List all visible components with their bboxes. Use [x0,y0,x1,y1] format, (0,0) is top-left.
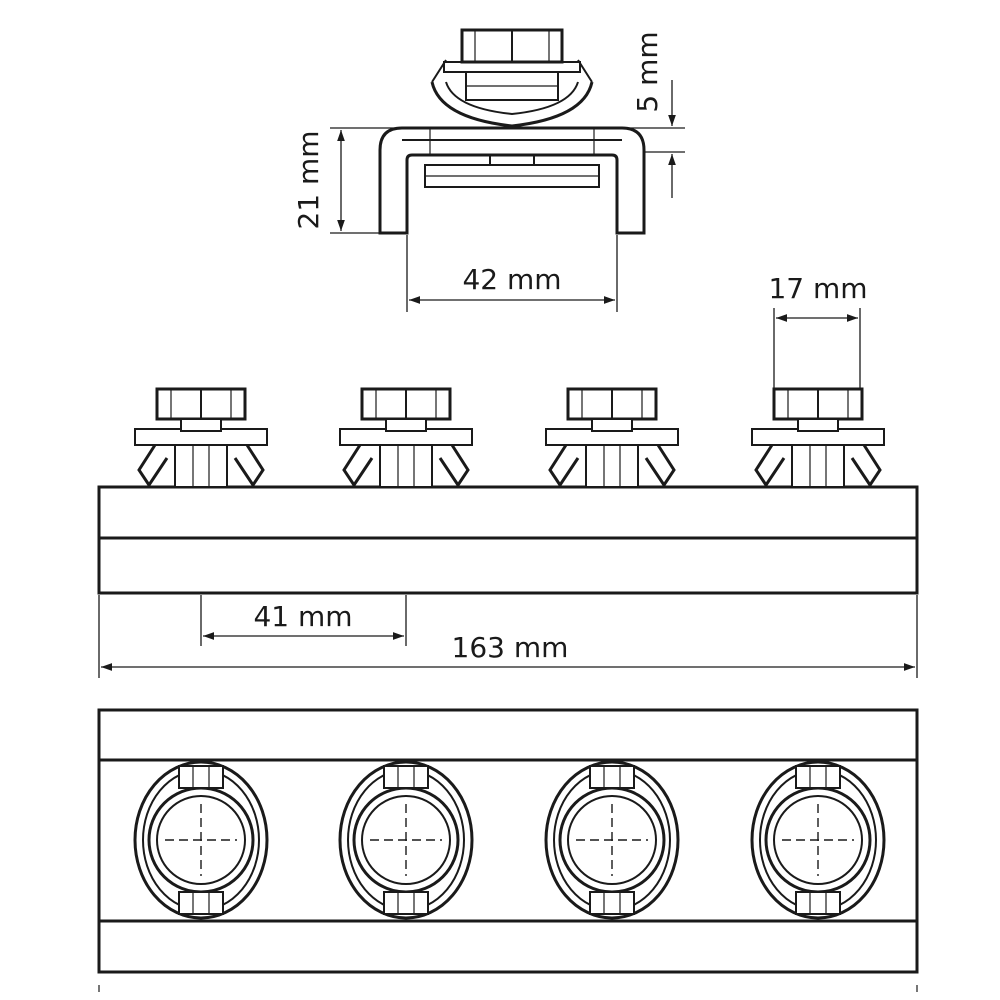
side-bolt [545,387,679,488]
top-bolt [133,760,269,920]
end-view [378,28,646,235]
top-bolt [338,760,474,920]
dimension-overall-length-label: 163 mm [452,631,569,664]
dimension-head-width-label: 17 mm [768,272,867,305]
dimension-overall-length: 163 mm [98,595,918,678]
side-bolt [134,387,268,488]
top-bolts [133,760,886,920]
top-view [97,708,919,992]
dimension-height-label: 21 mm [292,130,325,229]
dimension-pitch: 41 mm [200,595,407,646]
dimension-inner-width: 42 mm [406,235,618,312]
side-bolts [134,387,885,488]
dimension-inner-width-label: 42 mm [462,263,561,296]
dimension-pitch-label: 41 mm [253,600,352,633]
top-bolt [750,760,886,920]
dimension-height: 21 mm [292,127,402,234]
side-bolt [339,387,473,488]
dimension-offset: 5 mm [622,31,685,198]
side-view [97,387,919,595]
top-bolt [544,760,680,920]
side-bolt [751,387,885,488]
dimension-head-width: 17 mm [768,272,868,392]
dimension-offset-label: 5 mm [631,31,664,112]
